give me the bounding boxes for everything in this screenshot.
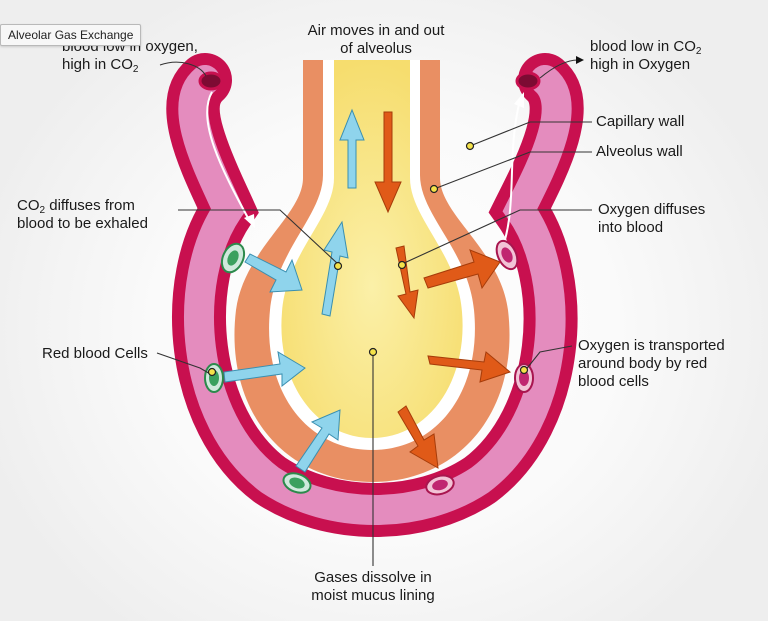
label-capillary-wall: Capillary wall [596,113,685,130]
tooltip: Alveolar Gas Exchange [0,24,142,46]
capillary-opening-left [198,71,224,91]
label-text: CO [17,197,40,214]
label-blood-low-co2-line1: blood low in CO2 [590,38,702,57]
label-blood-low-co2-line2: high in Oxygen [590,56,691,73]
label-red-blood-cells: Red blood Cells [42,345,148,362]
label-oxygen-diffuses-line2: into blood [598,219,664,236]
label-subscript: 2 [695,46,702,57]
blood-flow-left [206,91,249,219]
label-subscript: 2 [39,205,46,216]
label-air-moves-line1: Air moves in and out [307,22,445,39]
leader-arrowhead-right [576,56,584,64]
label-co2-diffuses-line2: blood to be exhaled [17,215,148,232]
blood-flow-left-arrowhead [244,214,255,228]
label-gases-dissolve-line1: Gases dissolve in [314,569,432,586]
label-text: high in CO [62,56,133,73]
leader-lines [156,59,592,566]
red-blood-cell-o2-3 [425,474,455,496]
label-oxygen-diffuses-line1: Oxygen diffuses [598,201,706,218]
red-blood-cell-co2-1 [220,242,246,274]
o2-arrow-out-1 [423,249,501,290]
label-oxygen-transported-line2: around body by red [578,355,708,372]
co2-arrow-cell-2 [223,351,306,388]
label-oxygen-transported-line1: Oxygen is transported [578,337,725,354]
label-gases-dissolve-line2: moist mucus lining [311,587,435,604]
co2-arrow-up-2 [321,220,349,317]
label-co2-diffuses-line1: CO2 diffuses from [17,197,148,216]
capillary-opening-right [515,71,541,91]
label-alveolus-wall: Alveolus wall [596,143,683,160]
label-blood-low-co2: blood low in CO2 high in Oxygen [590,38,701,74]
red-blood-cell-co2-3 [282,472,312,494]
co2-arrow-cell-1 [244,253,303,293]
o2-arrow-out-2 [427,351,512,383]
red-blood-cell-co2-2 [204,363,224,393]
co2-arrow-up-1 [339,108,365,189]
alveolus-air [281,60,463,438]
label-blood-low-oxygen-line2: high in CO2 [62,56,198,75]
label-oxygen-transported: Oxygen is transported around body by red… [578,337,725,391]
label-oxygen-diffuses: Oxygen diffuses into blood [598,201,705,237]
label-subscript: 2 [132,64,139,75]
label-oxygen-transported-line3: blood cells [578,373,649,390]
red-blood-cell-o2-2 [514,363,534,393]
label-gases-dissolve: Gases dissolve in moist mucus lining [293,569,453,605]
label-text: blood low in CO [590,38,696,55]
o2-arrow-down-1 [374,111,402,214]
label-air-moves-line2: of alveolus [340,40,412,57]
label-air-moves: Air moves in and out of alveolus [296,22,456,58]
o2-arrow-out-3 [397,405,439,469]
red-blood-cell-o2-1 [495,239,519,271]
co2-arrow-cell-3 [295,409,341,473]
leader-dots [207,141,529,377]
blood-flow-right-arrowhead [514,92,524,108]
alveolus-wall [234,60,510,482]
label-co2-diffuses: CO2 diffuses from blood to be exhaled [17,197,148,233]
label-text: diffuses from [45,197,135,214]
